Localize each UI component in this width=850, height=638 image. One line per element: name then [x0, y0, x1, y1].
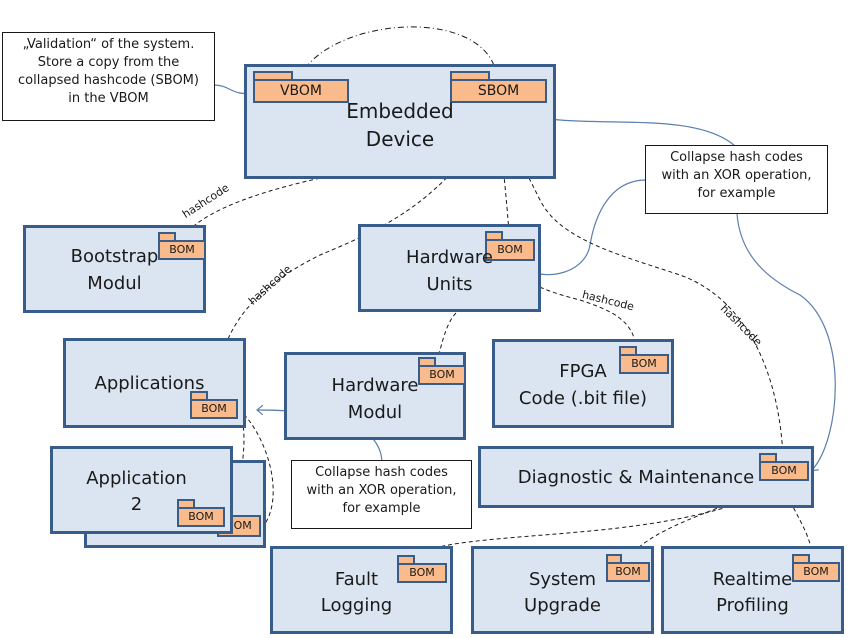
bom-package-body: BOM — [190, 399, 238, 419]
bootstrap-label-1: Bootstrap — [70, 246, 159, 267]
realtime-profiling-node[interactable]: BOM Realtime Profiling — [661, 546, 844, 634]
application2-label-2: 2 — [130, 494, 143, 515]
bom-label: BOM — [615, 565, 641, 578]
hardware-modul-label-2: Modul — [347, 402, 403, 423]
hardware-units-label-2: Units — [426, 274, 473, 295]
hardware-units-bom-package[interactable]: BOM — [485, 231, 535, 263]
collapse-note-top: Collapse hash codes with an XOR operatio… — [645, 145, 828, 214]
system-upgrade-label-2: Upgrade — [524, 595, 601, 616]
bootstrap-label-2: Modul — [87, 273, 142, 294]
fault-logging-node[interactable]: BOM Fault Logging — [270, 546, 453, 634]
collapse-note-top-line: for example — [697, 186, 776, 201]
bom-label: BOM — [188, 510, 214, 523]
validation-note: „Validation“ of the system. Store a copy… — [2, 32, 215, 121]
applications-node[interactable]: BOM Applications — [63, 338, 246, 428]
bom-package-body: BOM — [485, 239, 535, 261]
embedded-device-label-2: Device — [365, 127, 435, 151]
validation-note-line: Store a copy from the — [37, 55, 180, 70]
applications-hashcode-label: hashcode — [246, 262, 295, 308]
bootstrap-modul-node[interactable]: BOM Bootstrap Modul — [23, 225, 206, 313]
hardware-units-node[interactable]: BOM Hardware Units — [358, 224, 541, 312]
bom-package-body: BOM — [158, 240, 206, 260]
fault-logging-label-2: Logging — [320, 595, 393, 616]
bom-label: BOM — [631, 357, 657, 370]
fault-logging-label-1: Fault — [334, 569, 379, 590]
collapse-note-bottom: Collapse hash codes with an XOR operatio… — [291, 460, 472, 529]
applications-bom-package[interactable]: BOM — [190, 391, 238, 421]
system-upgrade-node[interactable]: BOM System Upgrade — [471, 546, 654, 634]
application2-bom-package[interactable]: BOM — [177, 499, 225, 529]
bom-package-body: BOM — [606, 562, 650, 582]
system-upgrade-bom-package[interactable]: BOM — [606, 554, 650, 584]
sbom-package[interactable]: SBOM — [450, 71, 547, 105]
embedded-device-node[interactable]: VBOM SBOM Embedded Device — [244, 64, 556, 179]
bom-package-body: BOM — [397, 563, 447, 583]
embedded-device-label-1: Embedded — [346, 99, 454, 123]
bom-label: BOM — [201, 402, 227, 415]
hardware-units-label-1: Hardware — [406, 247, 493, 268]
bom-label: BOM — [803, 565, 829, 578]
bom-package-body: BOM — [759, 461, 809, 481]
realtime-profiling-label-1: Realtime — [712, 569, 793, 590]
validation-note-line: „Validation“ of the system. — [22, 37, 195, 52]
diag-hashcode-label: hashcode — [717, 302, 765, 349]
bom-package-body: BOM — [792, 562, 840, 582]
sbom-label: SBOM — [477, 83, 520, 99]
hardware-modul-bom-package[interactable]: BOM — [418, 357, 466, 387]
hardware-modul-label-1: Hardware — [331, 375, 419, 396]
bootstrap-hashcode-label: hashcode — [180, 181, 232, 221]
vbom-package[interactable]: VBOM — [253, 71, 349, 105]
fpga-hashcode-label: hashcode — [580, 288, 636, 314]
fpga-label-1: FPGA — [559, 361, 607, 382]
applications-label: Applications — [94, 373, 205, 394]
collapse-note-top-line: Collapse hash codes — [670, 150, 803, 165]
diagnostic-maintenance-node[interactable]: BOM Diagnostic & Maintenance — [478, 446, 814, 508]
diagnostic-bom-package[interactable]: BOM — [759, 453, 809, 483]
application2-node[interactable]: BOM Application 2 — [50, 446, 233, 534]
application2-label-1: Application — [86, 468, 187, 489]
sbom-package-body: SBOM — [450, 79, 547, 103]
bom-package-body: BOM — [418, 365, 466, 385]
bom-label: BOM — [169, 243, 195, 256]
bom-label: BOM — [771, 464, 797, 477]
fault-logging-bom-package[interactable]: BOM — [397, 555, 447, 585]
bom-package-body: BOM — [177, 507, 225, 527]
system-upgrade-label-1: System — [528, 569, 597, 590]
fpga-node[interactable]: BOM FPGA Code (.bit file) — [492, 339, 674, 428]
fpga-bom-package[interactable]: BOM — [619, 346, 669, 376]
diagnostic-label: Diagnostic & Maintenance — [517, 467, 755, 488]
validation-note-line: in the VBOM — [68, 91, 149, 106]
validation-note-line: collapsed hashcode (SBOM) — [18, 73, 199, 88]
bom-label: BOM — [429, 368, 455, 381]
collapse-note-top-line: with an XOR operation, — [661, 168, 812, 183]
collapse-note-bottom-line: for example — [342, 501, 421, 516]
bootstrap-bom-package[interactable]: BOM — [158, 232, 206, 262]
bom-package-body: BOM — [619, 354, 669, 374]
realtime-profiling-label-2: Profiling — [716, 595, 789, 616]
vbom-package-body: VBOM — [253, 79, 349, 103]
realtime-profiling-bom-package[interactable]: BOM — [792, 554, 840, 584]
fpga-label-2: Code (.bit file) — [518, 388, 648, 409]
bom-label: BOM — [409, 566, 435, 579]
vbom-label: VBOM — [279, 83, 323, 99]
collapse-note-bottom-line: with an XOR operation, — [306, 483, 457, 498]
hardware-modul-node[interactable]: BOM Hardware Modul — [284, 352, 466, 440]
bom-label: BOM — [497, 243, 523, 256]
collapse-note-bottom-line: Collapse hash codes — [315, 465, 448, 480]
